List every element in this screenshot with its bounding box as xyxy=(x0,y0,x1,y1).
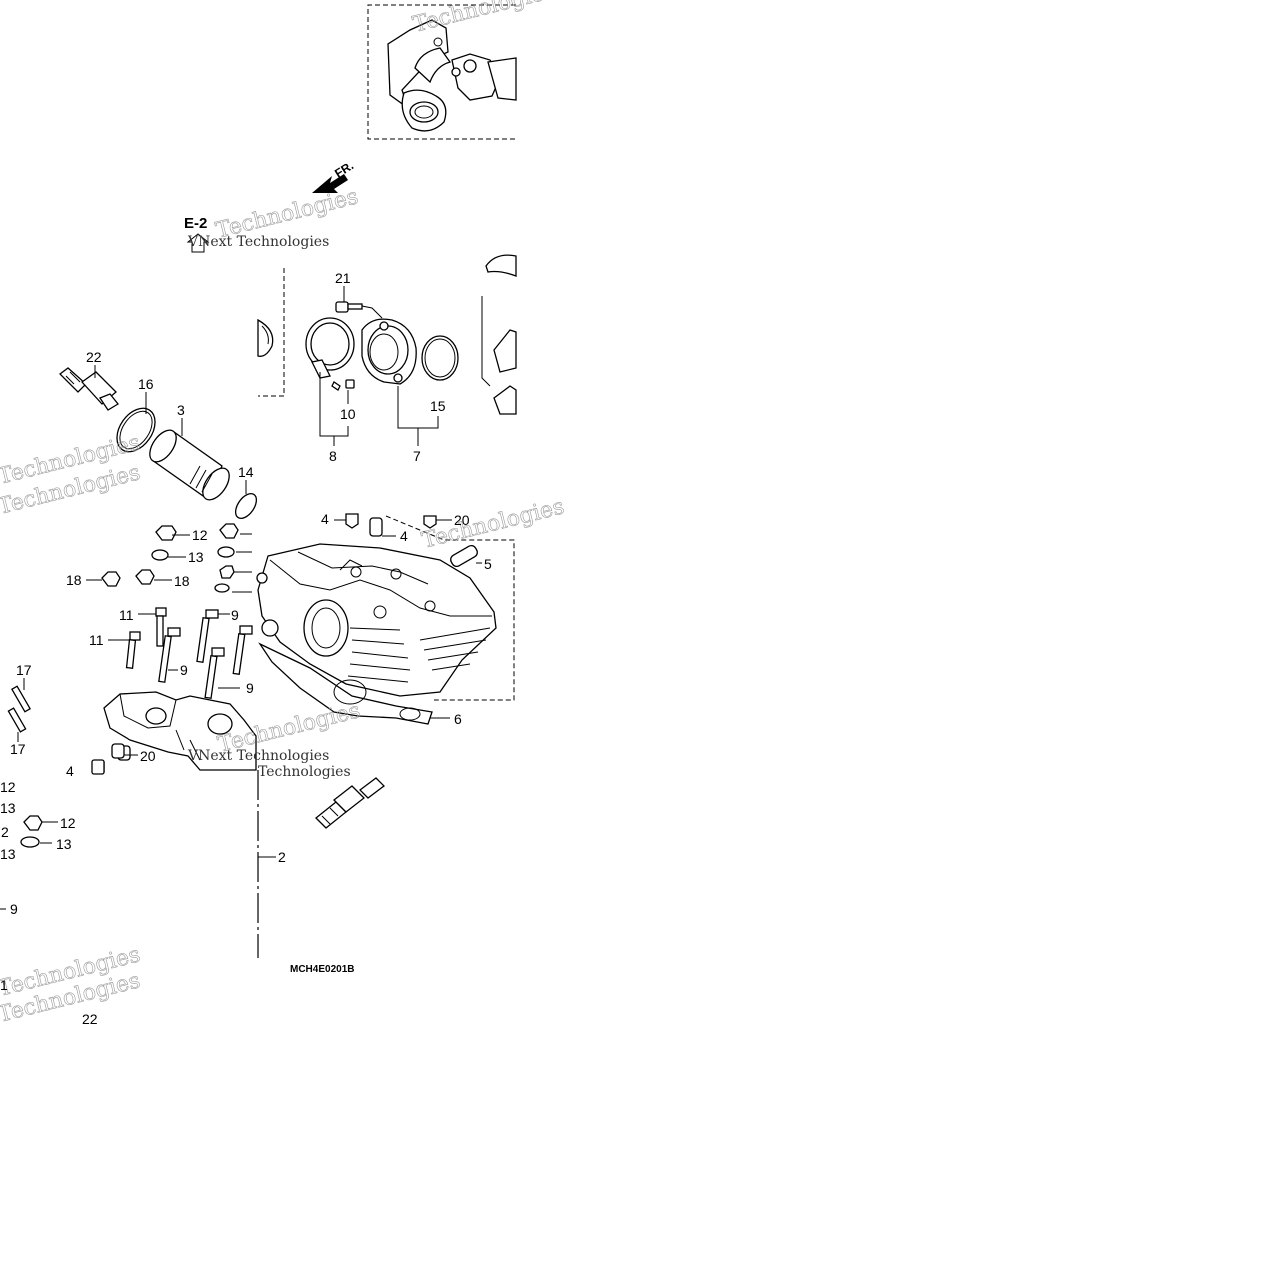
callout-9: 9 xyxy=(180,662,188,678)
part-11-bolt xyxy=(125,607,167,669)
front-label: FR. xyxy=(332,158,356,180)
leader-lines xyxy=(0,286,482,910)
callout-17: 17 xyxy=(10,741,26,757)
watermark-text: VNext Technologies xyxy=(187,748,329,764)
callout-12: 12 xyxy=(0,779,16,795)
callout-18: 18 xyxy=(66,572,82,588)
part-18-nut xyxy=(101,565,235,593)
callout-15: 15 xyxy=(430,398,446,414)
callout-22: 22 xyxy=(86,349,102,365)
callout-labels: 22 16 3 14 21 10 15 8 7 4 4 20 5 12 13 1… xyxy=(0,270,492,1027)
watermark-text: Technologies xyxy=(419,494,566,553)
callout-21: 21 xyxy=(335,270,351,286)
callout-4: 4 xyxy=(321,511,329,527)
callout-10: 10 xyxy=(340,406,356,422)
callout-14: 14 xyxy=(238,464,254,480)
inlet-joint-frame xyxy=(257,268,285,397)
callout-4: 4 xyxy=(400,528,408,544)
part-22-spark-plug-lower xyxy=(315,777,385,829)
part-14-o-ring xyxy=(234,492,258,520)
part-15-o-ring xyxy=(421,335,459,381)
section-reference: E-2 xyxy=(184,215,210,253)
callout-20: 20 xyxy=(140,748,156,764)
arrow-icon xyxy=(312,174,348,193)
callout-22: 22 xyxy=(82,1011,98,1027)
part-2-cylinder-head xyxy=(256,515,515,701)
callout-18: 18 xyxy=(174,573,190,589)
up-arrow-icon xyxy=(186,233,210,253)
part-12-nut xyxy=(155,523,239,541)
callout-2: 2 xyxy=(1,824,9,840)
watermark-text: Technologies xyxy=(258,764,351,780)
callout-2: 2 xyxy=(278,849,286,865)
part-6-gasket xyxy=(258,642,433,725)
callout-11: 11 xyxy=(119,607,134,623)
callout-13: 13 xyxy=(56,836,72,852)
callout-13: 13 xyxy=(188,549,204,565)
part-17-stud xyxy=(7,685,31,733)
callout-12: 12 xyxy=(60,815,76,831)
callout-16: 16 xyxy=(138,376,154,392)
diagram-code: MCH4E0201B xyxy=(290,964,354,975)
callout-20: 20 xyxy=(454,512,470,528)
part-16-o-ring xyxy=(116,407,156,453)
callout-8: 8 xyxy=(329,448,337,464)
callout-9: 9 xyxy=(10,901,18,917)
callout-9: 9 xyxy=(246,680,254,696)
part-12-nut-lower xyxy=(23,815,43,831)
section-code: E-2 xyxy=(184,215,207,232)
part-7-insulator xyxy=(361,318,417,385)
callout-5: 5 xyxy=(484,556,492,572)
watermark-text: VNext Technologies xyxy=(187,234,329,250)
callout-1: 1 xyxy=(0,977,8,993)
part-13-washer-lower xyxy=(20,836,40,848)
part-8-band xyxy=(305,317,355,379)
part-10-screw xyxy=(331,379,355,391)
thermostat-housing-inset xyxy=(367,4,517,140)
callout-12: 12 xyxy=(192,527,208,543)
callout-17: 17 xyxy=(16,662,32,678)
callout-3: 3 xyxy=(177,402,185,418)
part-3-joint xyxy=(149,429,230,501)
part-5-oil-pipe xyxy=(450,544,478,568)
callout-11: 11 xyxy=(89,632,104,648)
part-9-bolt xyxy=(158,609,253,699)
callout-7: 7 xyxy=(413,448,421,464)
part-20-dowel xyxy=(111,515,437,759)
part-4-dowel xyxy=(345,513,383,537)
callout-6: 6 xyxy=(454,711,462,727)
callout-9: 9 xyxy=(231,607,239,623)
callout-4: 4 xyxy=(66,763,74,779)
part-21-bolt xyxy=(335,301,383,319)
watermark-text: Technologies xyxy=(410,0,557,38)
callout-13: 13 xyxy=(0,846,16,862)
part-13-washer xyxy=(151,546,235,561)
part-22-spark-plug xyxy=(59,367,119,411)
callout-13: 13 xyxy=(0,800,16,816)
right-edge-parts xyxy=(481,254,517,415)
part-4-dowel-lower xyxy=(91,759,105,775)
rocker-arm-holder xyxy=(93,691,257,773)
